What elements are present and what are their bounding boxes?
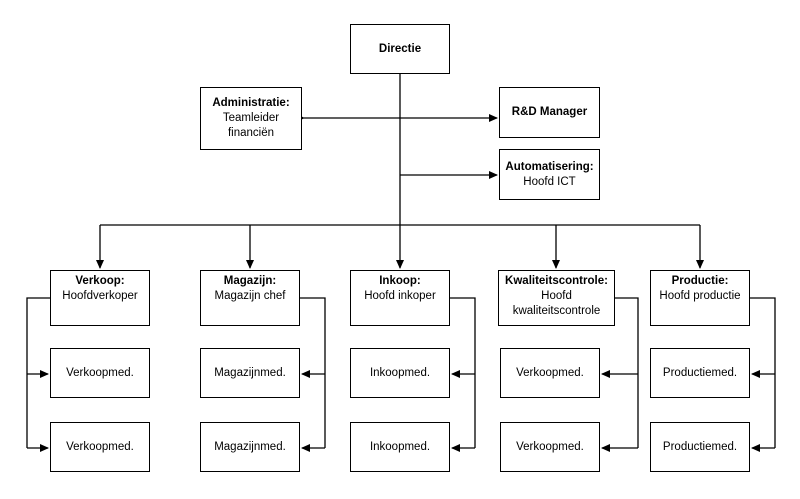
kwaliteitscontrole-staff-box: Verkoopmed. (500, 348, 600, 398)
magazijn-head-box: Magazijn: Magazijn chef (200, 270, 300, 326)
verkoop-staff-bracket (26, 297, 50, 448)
magazijn-title: Magazijn: (223, 275, 277, 287)
automatisering-subtitle: Hoofd ICT (523, 175, 576, 188)
staff-label: Inkoopmed. (369, 366, 431, 379)
staff-label: Productiemed. (662, 440, 738, 453)
productie-staff-box: Productiemed. (650, 422, 750, 472)
inkoop-staff-box: Inkoopmed. (350, 422, 450, 472)
staff-label: Verkoopmed. (516, 366, 584, 379)
verkoop-staff-box: Verkoopmed. (50, 348, 150, 398)
productie-subtitle: Hoofd productie (659, 289, 741, 302)
inkoop-staff-box: Inkoopmed. (350, 348, 450, 398)
staff-label: Productiemed. (662, 366, 738, 379)
inkoop-head-box: Inkoop: Hoofd inkoper (350, 270, 450, 326)
verkoop-title: Verkoop: (75, 275, 125, 287)
automatisering-box: Automatisering: Hoofd ICT (499, 149, 600, 200)
magazijn-staff-box: Magazijnmed. (200, 348, 300, 398)
staff-label: Magazijnmed. (214, 366, 286, 379)
directie-box: Directie (350, 24, 450, 74)
inkoop-subtitle: Hoofd inkoper (364, 289, 436, 302)
productie-title: Productie: (671, 275, 729, 287)
verkoop-staff-box: Verkoopmed. (50, 422, 150, 472)
staff-label: Magazijnmed. (214, 440, 286, 453)
staff-label: Inkoopmed. (369, 440, 431, 453)
magazijn-staff-box: Magazijnmed. (200, 422, 300, 472)
kwaliteitscontrole-head-box: Kwaliteitscontrole: Hoofd kwaliteitscont… (498, 270, 615, 326)
administratie-subtitle: Teamleider financiën (222, 112, 280, 139)
kwaliteitscontrole-subtitle: Hoofd kwaliteitscontrole (512, 289, 601, 317)
rd-manager-title: R&D Manager (511, 106, 588, 119)
inkoop-staff-bracket (450, 297, 476, 448)
automatisering-title: Automatisering: (505, 160, 594, 173)
kwaliteit-staff-bracket (615, 297, 639, 448)
magazijn-staff-bracket (300, 297, 326, 448)
administratie-box: Administratie: Teamleider financiën (200, 87, 302, 150)
productie-staff-bracket (750, 297, 776, 448)
staff-label: Verkoopmed. (66, 366, 134, 379)
productie-head-box: Productie: Hoofd productie (650, 270, 750, 326)
kwaliteitscontrole-staff-box: Verkoopmed. (500, 422, 600, 472)
verkoop-head-box: Verkoop: Hoofdverkoper (50, 270, 150, 326)
productie-staff-box: Productiemed. (650, 348, 750, 398)
staff-label: Verkoopmed. (66, 440, 134, 453)
staff-label: Verkoopmed. (516, 440, 584, 453)
verkoop-subtitle: Hoofdverkoper (62, 289, 138, 302)
magazijn-subtitle: Magazijn chef (214, 289, 286, 302)
rd-manager-box: R&D Manager (499, 87, 600, 138)
directie-title: Directie (378, 42, 422, 55)
inkoop-title: Inkoop: (379, 275, 421, 287)
kwaliteitscontrole-title: Kwaliteitscontrole: (505, 275, 608, 287)
administratie-title: Administratie: (212, 97, 290, 110)
